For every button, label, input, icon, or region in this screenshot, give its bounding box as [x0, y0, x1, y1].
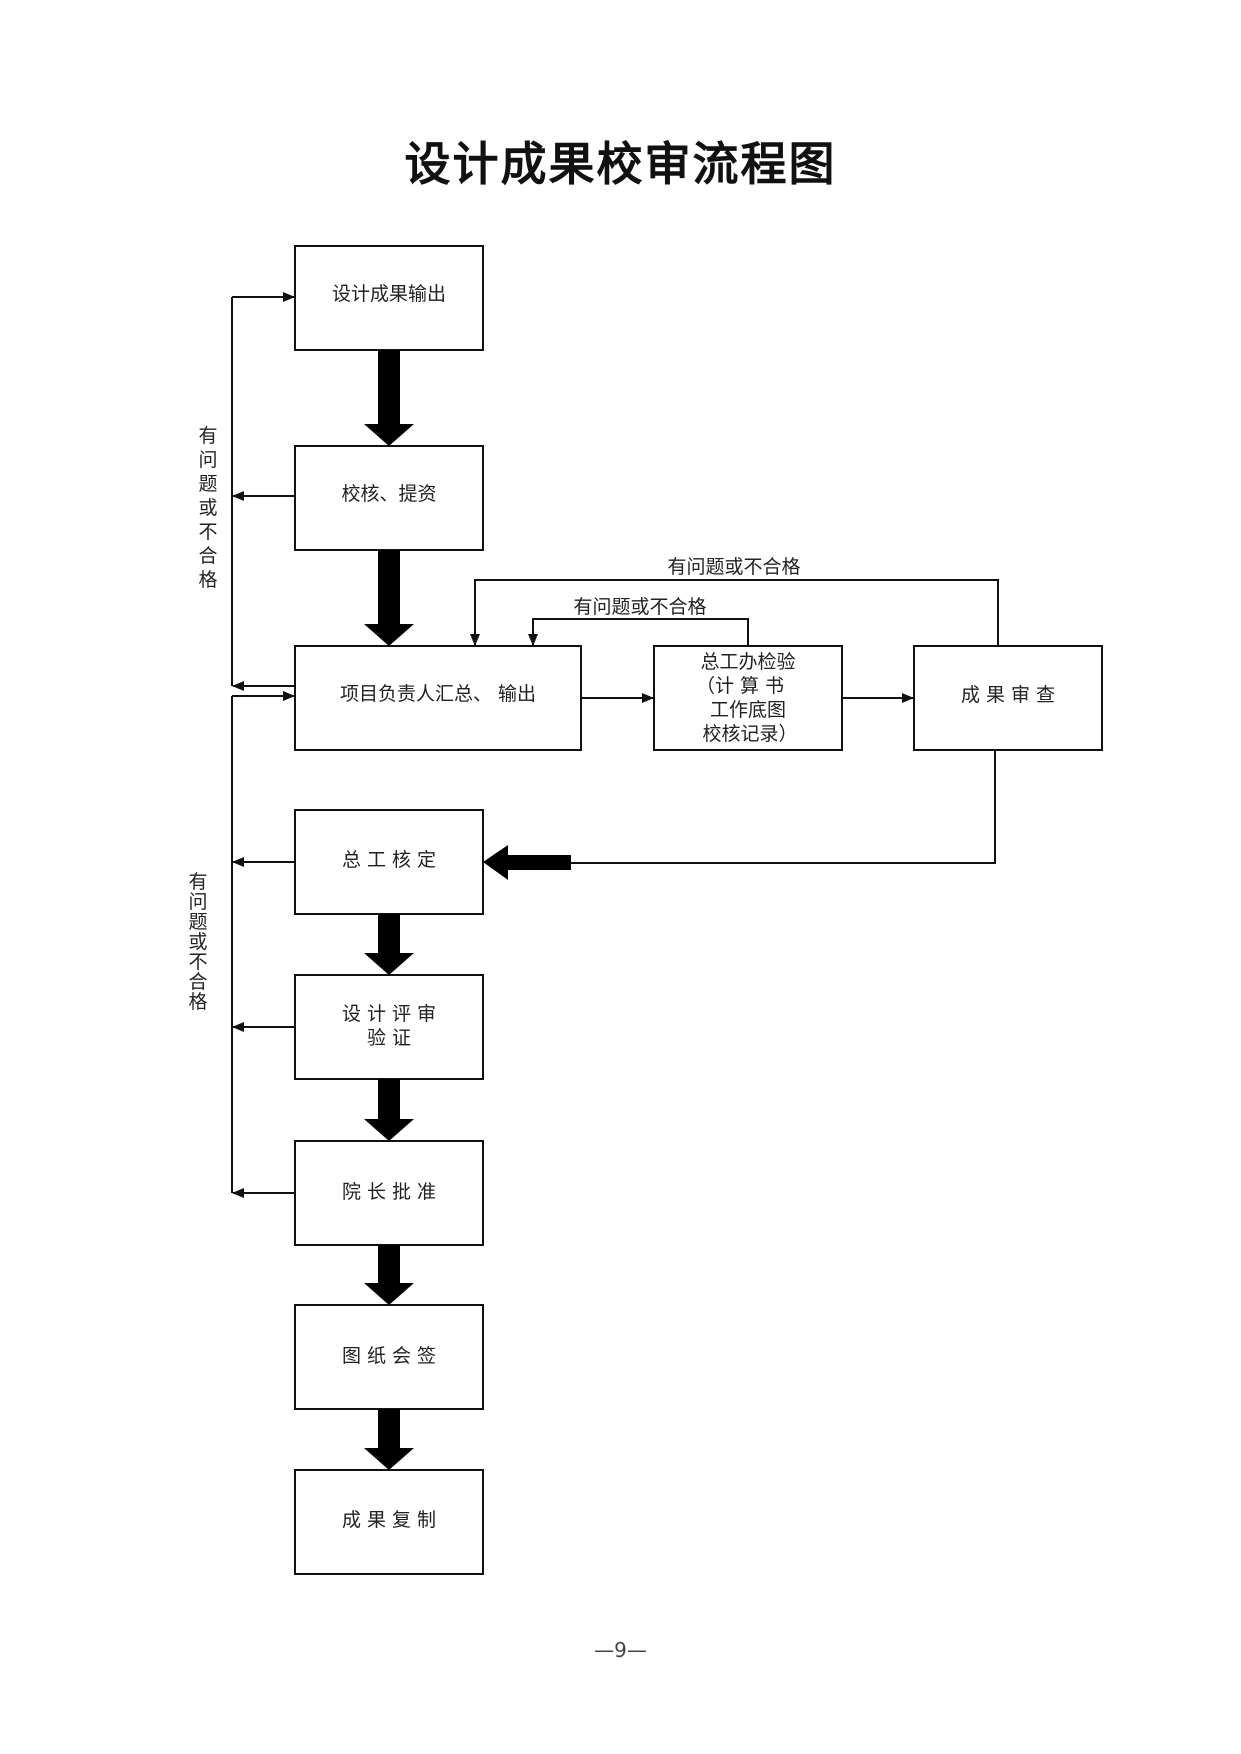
svg-text:项目负责人汇总、 输出: 项目负责人汇总、 输出 — [340, 683, 536, 705]
node-chief-approval: 总 工 核 定 — [294, 809, 484, 915]
svg-text:校核、提资: 校核、提资 — [341, 483, 436, 505]
svg-text:工作底图: 工作底图 — [710, 699, 786, 721]
node-result-review: 成 果 审 查 — [913, 645, 1103, 751]
svg-text:题: 题 — [188, 911, 207, 933]
feedback-loop-bottom — [231, 691, 295, 1198]
feedback-inner-office — [528, 618, 749, 646]
svg-text:问: 问 — [198, 449, 217, 471]
thick-arrow-5 — [364, 1245, 414, 1305]
svg-text:或: 或 — [198, 497, 217, 519]
svg-text:成 果 审 查: 成 果 审 查 — [961, 684, 1055, 706]
svg-text:总 工 核 定: 总 工 核 定 — [342, 849, 436, 871]
node-chief-office-inspection: 总工办检验 （计 算 书 工作底图 校核记录） — [653, 645, 843, 751]
svg-text:有: 有 — [188, 871, 207, 893]
svg-text:设计成果输出: 设计成果输出 — [332, 283, 446, 305]
node-drawing-countersign: 图 纸 会 签 — [294, 1304, 484, 1410]
svg-text:（计 算 书: （计 算 书 — [696, 675, 784, 697]
thick-arrow-1 — [364, 350, 414, 446]
thick-arrow-left — [483, 845, 571, 880]
page-number: —9— — [594, 1638, 647, 1662]
svg-text:成 果 复 制: 成 果 复 制 — [342, 1509, 436, 1531]
thick-arrow-4 — [364, 1079, 414, 1141]
thick-arrow-6 — [364, 1409, 414, 1470]
page-title: 设计成果校审流程图 — [404, 137, 837, 191]
node-result-copy: 成 果 复 制 — [294, 1469, 484, 1575]
label-fail-vertical-bottom: 有 问 题 或 不 合 格 — [188, 871, 207, 1013]
svg-text:问: 问 — [188, 891, 207, 913]
svg-text:或: 或 — [188, 931, 207, 953]
thick-arrow-3 — [364, 914, 414, 975]
svg-text:设 计 评 审: 设 计 评 审 — [342, 1003, 436, 1025]
svg-text:格: 格 — [198, 569, 217, 591]
label-fail-outer: 有问题或不合格 — [667, 556, 800, 578]
node-check-supply: 校核、提资 — [294, 445, 484, 551]
label-fail-vertical-top: 有 问 题 或 不 合 格 — [198, 425, 217, 591]
svg-text:合: 合 — [198, 545, 217, 567]
svg-text:总工办检验: 总工办检验 — [700, 651, 795, 673]
label-fail-inner: 有问题或不合格 — [573, 596, 706, 618]
thick-arrow-2 — [364, 550, 414, 646]
svg-text:合: 合 — [188, 971, 207, 993]
feedback-outer-review — [470, 579, 999, 646]
node-design-output: 设计成果输出 — [294, 245, 484, 351]
node-president-approval: 院 长 批 准 — [294, 1140, 484, 1246]
node-project-summary: 项目负责人汇总、 输出 — [294, 645, 582, 751]
feedback-loop-top — [231, 292, 295, 691]
svg-text:有: 有 — [198, 425, 217, 447]
flow-review-to-chief — [571, 750, 996, 864]
svg-text:图 纸 会 签: 图 纸 会 签 — [342, 1345, 436, 1367]
svg-text:题: 题 — [198, 473, 217, 495]
svg-text:格: 格 — [188, 991, 207, 1013]
svg-text:不: 不 — [198, 521, 217, 543]
svg-text:不: 不 — [188, 951, 207, 973]
svg-text:验 证: 验 证 — [367, 1027, 411, 1049]
svg-text:校核记录）: 校核记录） — [702, 723, 797, 745]
svg-text:院 长 批 准: 院 长 批 准 — [342, 1181, 436, 1203]
node-design-review: 设 计 评 审 验 证 — [294, 974, 484, 1080]
